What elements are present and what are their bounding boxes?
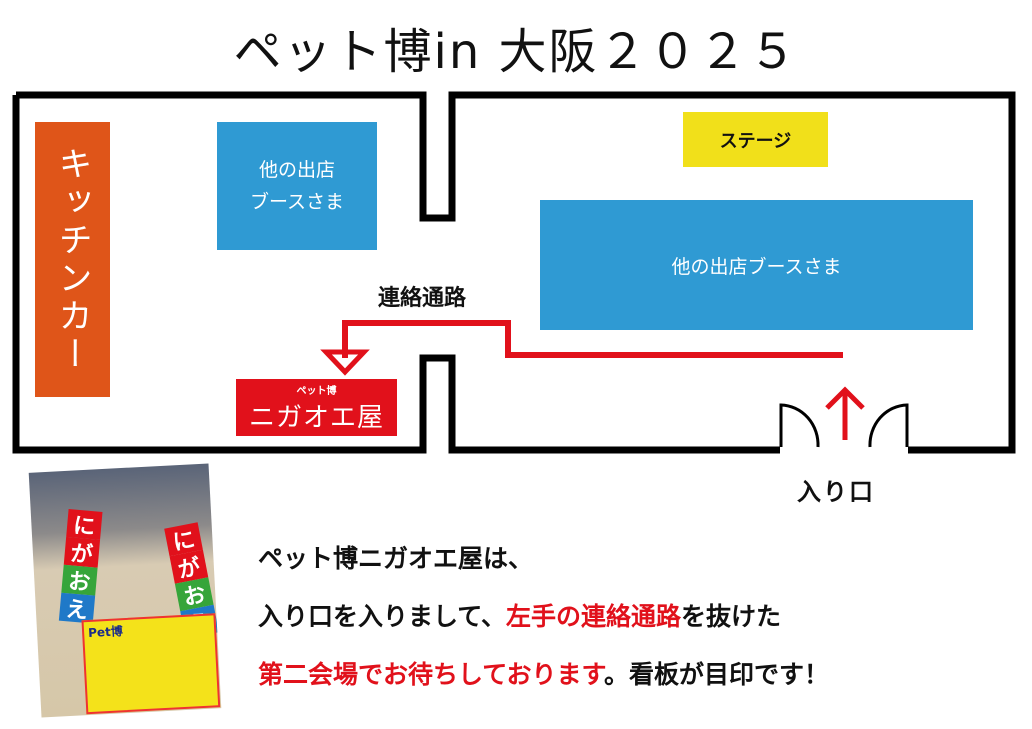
shop-name: ニガオエ屋 bbox=[248, 402, 384, 433]
shop-event-label: ペット博 bbox=[296, 385, 337, 397]
text: を抜けた bbox=[681, 602, 782, 631]
signboard: Pet博 bbox=[81, 613, 221, 715]
booth-area-right: 他の出店ブースさま bbox=[540, 200, 973, 330]
description-line-1: ペット博ニガオエ屋は、 bbox=[258, 544, 534, 573]
entrance-arrow bbox=[825, 386, 865, 440]
route-arrow bbox=[342, 320, 843, 358]
stage-area: ステージ bbox=[683, 112, 828, 167]
booth-area-left: 他の出店 ブースさま bbox=[217, 122, 377, 250]
kitchen-car-area: キッチンカー bbox=[35, 122, 110, 397]
booth-left-label-1: 他の出店 bbox=[258, 159, 335, 181]
left-room-wall bbox=[16, 91, 1016, 454]
booth-left-label-2: ブースさま bbox=[249, 191, 345, 213]
text: 。看板が目印です！ bbox=[604, 660, 830, 689]
door-right bbox=[868, 403, 909, 448]
page-title: ペット博in 大阪２０２５ bbox=[233, 24, 799, 80]
highlight-corridor: 左手の連絡通路 bbox=[506, 602, 682, 631]
nigaoeya-booth: ペット博 ニガオエ屋 bbox=[236, 379, 397, 436]
highlight-venue: 第二会場でお待ちしております bbox=[258, 660, 605, 689]
banner-left: に が お え bbox=[58, 509, 103, 624]
description-line-3: 第二会場でお待ちしております。看板が目印です！ bbox=[258, 646, 829, 704]
door-left bbox=[779, 403, 820, 448]
bottom-wall bbox=[12, 95, 780, 454]
entrance-label: 入り口 bbox=[797, 478, 875, 506]
walls bbox=[12, 91, 1016, 454]
text: 入り口を入りまして、 bbox=[258, 602, 507, 631]
sign-text: Pet博 bbox=[87, 624, 124, 640]
signboard-photo: に が お え に が お え Pet博 bbox=[28, 463, 222, 718]
description: ペット博ニガオエ屋は、 入り口を入りまして、左手の連絡通路を抜けた 第二会場でお… bbox=[258, 530, 829, 704]
description-line-2: 入り口を入りまして、左手の連絡通路を抜けた bbox=[258, 588, 829, 646]
corridor-label: 連絡通路 bbox=[378, 286, 467, 311]
route-arrowhead bbox=[320, 349, 370, 376]
doors bbox=[779, 403, 909, 448]
